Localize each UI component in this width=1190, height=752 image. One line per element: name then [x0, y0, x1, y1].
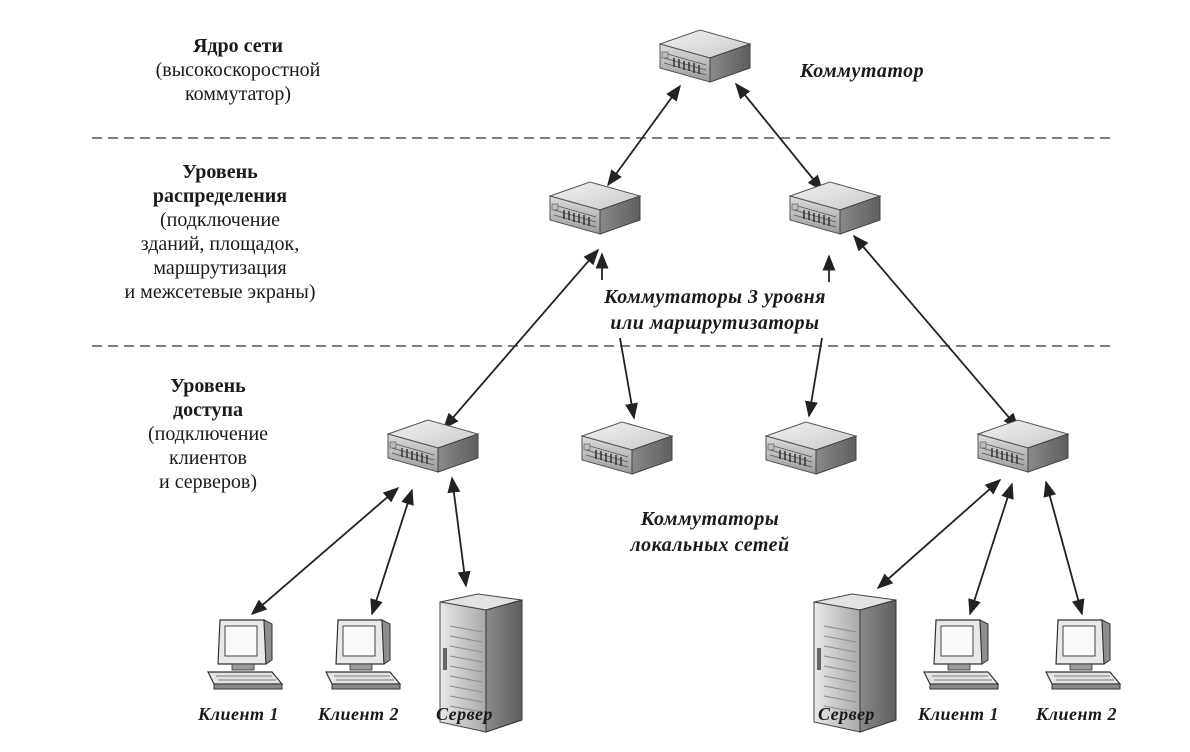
caption-client-1-left: Клиент 1: [198, 704, 279, 724]
distribution-level-title-1: Уровень: [182, 161, 258, 183]
lan-switch-left-icon: [581, 421, 673, 475]
link-dist-access-left: [442, 248, 600, 430]
access-switch-left-icon: [387, 419, 479, 473]
distribution-level-label: Уровень распределения (подключение здани…: [70, 160, 370, 304]
pointer-lan-left: [619, 337, 638, 420]
caption-server-left: Сервер: [436, 704, 493, 724]
link-core-dist-left: [607, 84, 681, 187]
lan-switches-label-line-1: Коммутаторы: [640, 508, 780, 530]
lan-switches-label-line-2: локальных сетей: [630, 534, 790, 556]
access-level-desc-3: и серверов): [158, 471, 257, 493]
client-1-right-icon: [923, 619, 999, 690]
distribution-level-title-2: распределения: [152, 185, 288, 207]
link-right-server: [876, 478, 1002, 590]
distribution-switch-right-icon: [789, 181, 881, 235]
access-level-title-2: доступа: [172, 399, 244, 421]
access-level-title-1: Уровень: [170, 375, 246, 397]
lan-switches-label: Коммутаторы локальных сетей: [590, 506, 830, 558]
link-left-client2: [370, 488, 414, 616]
link-dist-access-right: [852, 234, 1020, 430]
caption-client-1-right: Клиент 1: [918, 704, 999, 724]
client-2-right-icon: [1045, 619, 1121, 690]
distribution-level-desc-1: (подключение: [159, 209, 281, 231]
link-right-client2: [1043, 480, 1085, 616]
caption-client-2-right: Клиент 2: [1036, 704, 1117, 724]
distribution-level-desc-2: зданий, площадок,: [140, 233, 300, 255]
link-core-dist-right: [734, 82, 824, 192]
l3-switches-label-line-2: или маршрутизаторы: [610, 312, 820, 334]
lan-switch-right-icon: [765, 421, 857, 475]
access-level-desc-1: (подключение: [147, 423, 269, 445]
caption-server-right: Сервер: [818, 704, 875, 724]
client-2-left-icon: [325, 619, 401, 690]
caption-client-2-left: Клиент 2: [318, 704, 399, 724]
access-level-desc-2: клиентов: [169, 447, 247, 469]
core-switch-icon: [659, 29, 751, 83]
l3-switches-label-line-1: Коммутаторы 3 уровня: [603, 286, 826, 308]
access-level-label: Уровень доступа (подключение клиентов и …: [88, 374, 328, 494]
pointer-lan-right: [805, 337, 823, 418]
distribution-level-desc-4: и межсетевые экраны): [124, 281, 316, 303]
core-switch-label: Коммутатор: [800, 60, 925, 82]
distribution-level-desc-3: маршрутизация: [153, 257, 287, 279]
core-level-label: Ядро сети (высокоскоростной коммутатор): [98, 34, 378, 106]
core-level-desc-1: (высокоскоростной: [155, 59, 321, 81]
client-1-left-icon: [207, 619, 283, 690]
access-switch-right-icon: [977, 419, 1069, 473]
core-level-desc-2: коммутатор): [184, 83, 292, 105]
link-left-client1: [250, 486, 400, 616]
distribution-switch-left-icon: [549, 181, 641, 235]
l3-switches-label: Коммутаторы 3 уровня или маршрутизаторы: [520, 284, 910, 336]
core-level-title: Ядро сети: [192, 35, 284, 57]
link-right-client1: [968, 482, 1014, 616]
link-left-server: [447, 476, 471, 588]
